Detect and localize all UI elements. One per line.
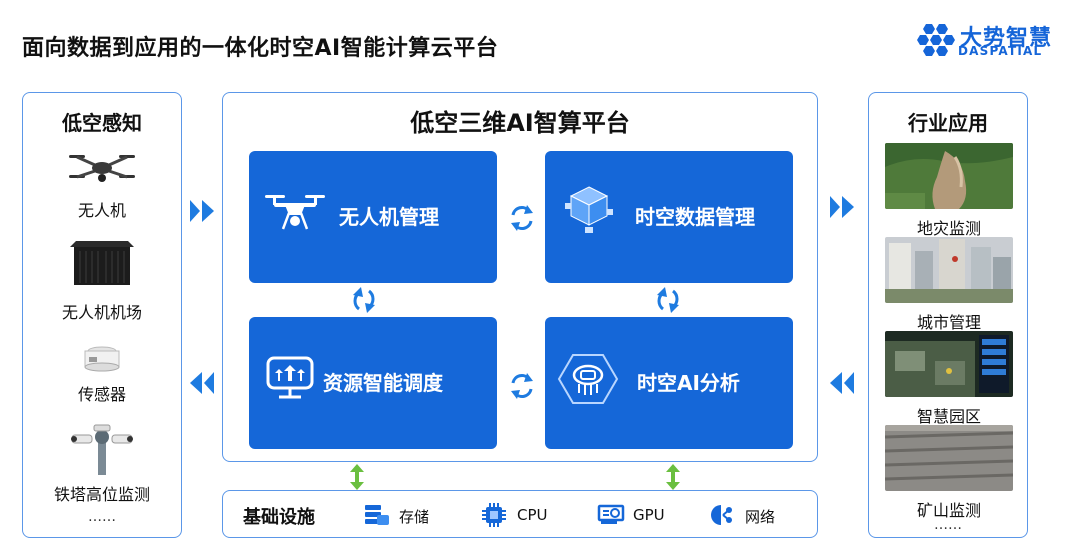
sense-item-label: 传感器 (77, 385, 126, 404)
sensor-icon (84, 346, 120, 372)
mine-photo (884, 425, 1014, 491)
chevron-right-icon (190, 200, 214, 222)
sensing-more: …… (88, 509, 116, 525)
brand-name-en: DASPATIAL (958, 44, 1043, 58)
logo-hex-icon (917, 24, 955, 56)
app-item-landslide[interactable]: 地灾监测 (885, 143, 1013, 239)
card-ai-analysis[interactable]: 时空AI分析 (545, 317, 793, 449)
app-item-label: 地灾监测 (916, 219, 981, 238)
infra-item-cpu: CPU (481, 503, 548, 527)
city-photo (885, 237, 1013, 303)
applications-panel: 行业应用 地灾监测 城市管理 (868, 92, 1028, 538)
applications-more: …… (934, 517, 962, 533)
infra-item-storage: 存储 (363, 503, 429, 527)
infrastructure-panel: 基础设施 存储 CPU G (222, 490, 818, 538)
infra-label: 网络 (745, 508, 776, 526)
data-cube-icon (565, 186, 613, 233)
infra-label: CPU (517, 506, 548, 524)
swap-vertical-icon (353, 287, 375, 313)
network-icon (711, 505, 732, 525)
bidirectional-arrow-icon (350, 464, 364, 490)
bidirectional-arrow-icon (666, 464, 680, 490)
park-dashboard-photo (885, 331, 1013, 397)
platform-title: 低空三维AI智算平台 (410, 109, 630, 137)
gpu-icon (597, 504, 625, 524)
infrastructure-title: 基础设施 (243, 507, 315, 528)
upload-monitor-icon (266, 356, 314, 399)
card-resource-scheduling[interactable]: 资源智能调度 (249, 317, 497, 449)
app-item-mine[interactable]: 矿山监测 (884, 425, 1014, 521)
swap-horizontal-icon (511, 373, 533, 399)
chevron-left-icon (190, 372, 214, 394)
sensing-title: 低空感知 (62, 111, 142, 135)
drone-icon (69, 155, 135, 182)
cpu-icon (482, 503, 506, 527)
platform-panel: 低空三维AI智算平台 无人机管理 (222, 92, 818, 462)
swap-vertical-icon (657, 287, 679, 313)
brand-logo: 大势智慧 DASPATIAL (916, 20, 1066, 60)
card-label: 时空数据管理 (635, 205, 755, 229)
storage-icon (365, 505, 389, 525)
infra-item-gpu: GPU (597, 503, 665, 527)
infra-label: GPU (633, 506, 665, 524)
swap-horizontal-icon (511, 205, 533, 231)
card-label: 资源智能调度 (323, 371, 443, 395)
card-label: 无人机管理 (339, 205, 439, 229)
app-item-label: 矿山监测 (916, 501, 981, 520)
applications-title: 行业应用 (908, 111, 988, 135)
brand-name: 大势智慧 (960, 26, 1053, 51)
card-label: 时空AI分析 (637, 371, 740, 395)
sensing-panel: 低空感知 无人机 (22, 92, 182, 538)
app-item-label: 城市管理 (916, 313, 981, 332)
app-item-label: 智慧园区 (916, 407, 981, 426)
card-drone-management[interactable]: 无人机管理 (249, 151, 497, 283)
chevron-right-icon (830, 196, 854, 218)
app-item-city[interactable]: 城市管理 (885, 237, 1013, 333)
ai-chip-icon (557, 354, 619, 404)
sense-item-label: 铁塔高位监测 (53, 485, 150, 504)
camera-tower-icon (71, 424, 133, 475)
drone-dock-icon (70, 241, 134, 285)
card-data-management[interactable]: 时空数据管理 (545, 151, 793, 283)
landslide-photo (885, 143, 1013, 209)
drone-icon (265, 195, 325, 230)
sense-item-label: 无人机 (77, 201, 126, 220)
infra-label: 存储 (399, 508, 430, 526)
chevron-left-icon (830, 372, 854, 394)
app-item-park[interactable]: 智慧园区 (885, 331, 1013, 427)
infra-item-network: 网络 (709, 503, 775, 527)
sense-item-label: 无人机机场 (61, 303, 142, 322)
page-title: 面向数据到应用的一体化时空AI智能计算云平台 (22, 36, 499, 61)
